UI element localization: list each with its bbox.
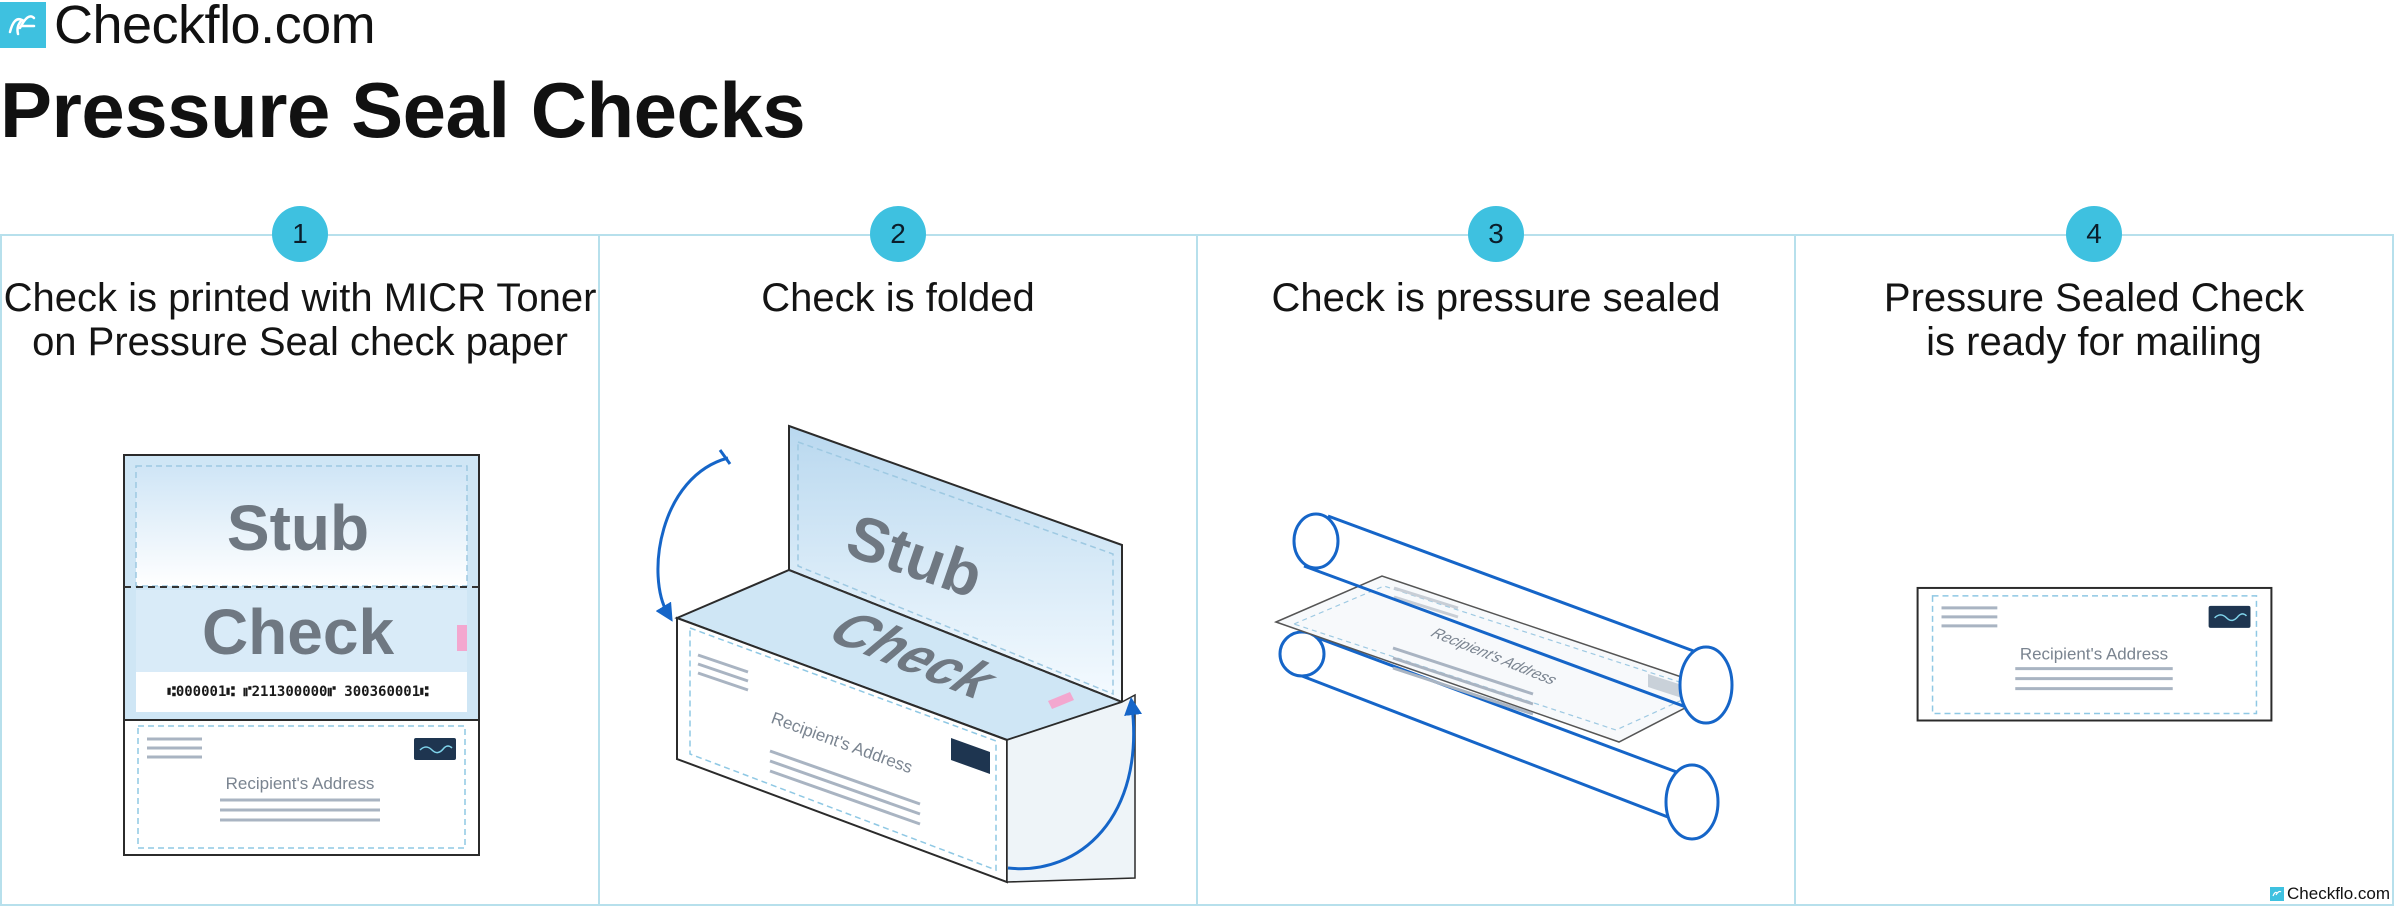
step-caption: Check is folded: [600, 276, 1196, 320]
recipient-address-label: Recipient's Address: [226, 774, 375, 793]
pressure-sealer-illustration: Recipient's Address: [1273, 512, 1734, 841]
step-caption-line: Check is printed with MICR Toner: [3, 276, 597, 320]
step-caption-line: on Pressure Seal check paper: [32, 320, 568, 364]
stub-label: Stub: [227, 492, 369, 564]
folded-check-illustration: Stub Check ⑆000001⑆ ⑈211300000⑈ 30036000…: [655, 424, 1142, 884]
fold-arrows: [655, 449, 1142, 871]
step-panel-3: 3 Check is pressure sealed Recipient's A…: [1196, 206, 1794, 906]
folded-check: Stub Check ⑆000001⑆ ⑈211300000⑈ 30036000…: [674, 424, 1136, 884]
step-number-badge: 4: [2066, 206, 2122, 262]
step-number-badge: 3: [1468, 206, 1524, 262]
step-caption: Pressure Sealed Check is ready for maili…: [1796, 276, 2392, 364]
step-caption-line: Pressure Sealed Check: [1883, 276, 2305, 320]
sealed-mailer: Recipient's Address: [1916, 586, 2273, 722]
step-panel-1: 1 Check is printed with MICR Toner on Pr…: [0, 206, 598, 906]
postage-stamp-icon: [951, 738, 990, 774]
sealer-rollers: Recipient's Address: [1273, 512, 1734, 841]
postage-stamp-icon: [1648, 674, 1682, 698]
step-caption-line: Check is pressure sealed: [1271, 276, 1721, 320]
roller-end-icon: [1292, 512, 1340, 570]
fold-arrow-icon: [1007, 697, 1142, 871]
step-number-badge: 1: [272, 206, 328, 262]
step-panel-2: 2 Check is folded Stub Check ⑆000001⑆ ⑈2…: [598, 206, 1196, 906]
sealed-check-illustration: Recipient's Address: [1916, 586, 2273, 722]
mailer-bottom: Recipient's Address: [123, 719, 480, 856]
step-number-badge: 2: [870, 206, 926, 262]
checkflo-logo-icon: [2270, 887, 2285, 901]
footer-brand-name: Checkflo.com: [2287, 884, 2390, 903]
micr-line: ⑆000001⑆ ⑈211300000⑈ 300360001⑆: [167, 684, 429, 700]
check-sheet: Stub Check ⑆000001⑆ ⑈211300000⑈ 30036000…: [123, 454, 480, 721]
fold-arrow-icon: [655, 456, 729, 622]
page-title: Pressure Seal Checks: [0, 66, 806, 154]
step-caption-line: Check is folded: [761, 276, 1035, 320]
roller-end-icon: [1278, 630, 1326, 678]
brand: Checkflo.com: [0, 0, 376, 55]
check-label: Check: [202, 596, 395, 668]
roller-end-icon: [1678, 645, 1734, 725]
postage-stamp-icon: [414, 738, 456, 760]
roller-end-icon: [1664, 763, 1720, 841]
postage-stamp-icon: [2208, 605, 2251, 628]
step-caption-line: is ready for mailing: [1926, 320, 2262, 364]
footer-brand: Checkflo.com: [2270, 884, 2390, 904]
step-panel-4: 4 Pressure Sealed Check is ready for mai…: [1794, 206, 2394, 906]
checkflo-logo-icon: [0, 2, 46, 48]
recipient-address-label: Recipient's Address: [2020, 645, 2168, 664]
printed-check-illustration: Stub Check ⑆000001⑆ ⑈211300000⑈ 30036000…: [123, 454, 480, 856]
brand-name: Checkflo.com: [54, 0, 376, 55]
step-caption: Check is printed with MICR Toner on Pres…: [2, 276, 598, 364]
step-caption: Check is pressure sealed: [1198, 276, 1794, 320]
